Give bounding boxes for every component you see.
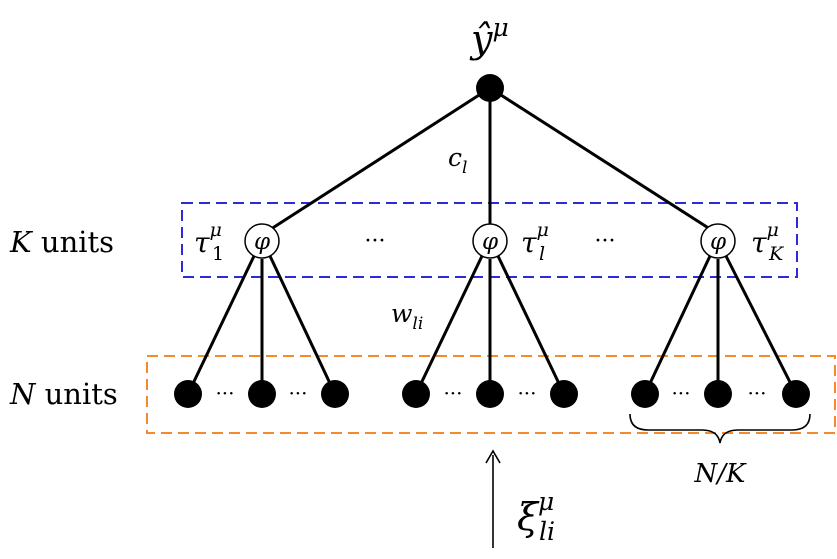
readout-weight-label: cl	[448, 143, 467, 178]
edge-output-hidden-k	[489, 86, 711, 231]
input-node	[782, 380, 810, 408]
activation-node	[244, 223, 280, 259]
activation-node	[700, 223, 736, 259]
activation-symbol: φ	[254, 229, 271, 255]
input-node	[174, 380, 202, 408]
activation-node	[472, 223, 508, 259]
input-node	[704, 380, 732, 408]
input-node	[550, 380, 578, 408]
edge-hl-x1	[414, 255, 484, 395]
activation-symbol: φ	[482, 229, 499, 255]
edge-hk-x1	[643, 255, 712, 395]
input-ellipsis: ···	[215, 381, 234, 405]
group-size-label: N/K	[694, 459, 748, 489]
edge-h1-x1	[186, 255, 256, 395]
input-group-l: ··· ···	[402, 380, 578, 408]
hidden-ellipsis-left: ···	[365, 229, 386, 254]
input-ellipsis: ···	[517, 381, 536, 405]
readout-edges	[270, 86, 711, 231]
input-ellipsis: ···	[288, 381, 307, 405]
hidden-layer-label: K units	[9, 225, 114, 259]
output-node	[476, 74, 504, 102]
input-group-1: ··· ···	[174, 380, 349, 408]
input-layer-label: N units	[9, 377, 118, 411]
input-node	[631, 380, 659, 408]
edge-hl-x3	[496, 255, 566, 395]
input-arrow-head	[485, 449, 501, 464]
edge-h1-x3	[268, 255, 337, 395]
input-node	[476, 380, 504, 408]
input-edges	[186, 255, 798, 395]
input-group-k: ··· ···	[631, 380, 810, 408]
edge-hk-x3	[724, 255, 798, 395]
activation-symbol: φ	[710, 229, 727, 255]
input-node	[402, 380, 430, 408]
hidden-ellipsis-right: ···	[595, 229, 616, 254]
output-label: ŷμ	[469, 13, 509, 61]
input-node	[321, 380, 349, 408]
edge-output-hidden-1	[270, 86, 491, 231]
input-node	[248, 380, 276, 408]
input-ellipsis: ···	[747, 381, 766, 405]
input-ellipsis: ···	[443, 381, 462, 405]
input-weight-label: wli	[391, 299, 423, 334]
input-ellipsis: ···	[671, 381, 690, 405]
group-underbrace	[629, 413, 811, 444]
